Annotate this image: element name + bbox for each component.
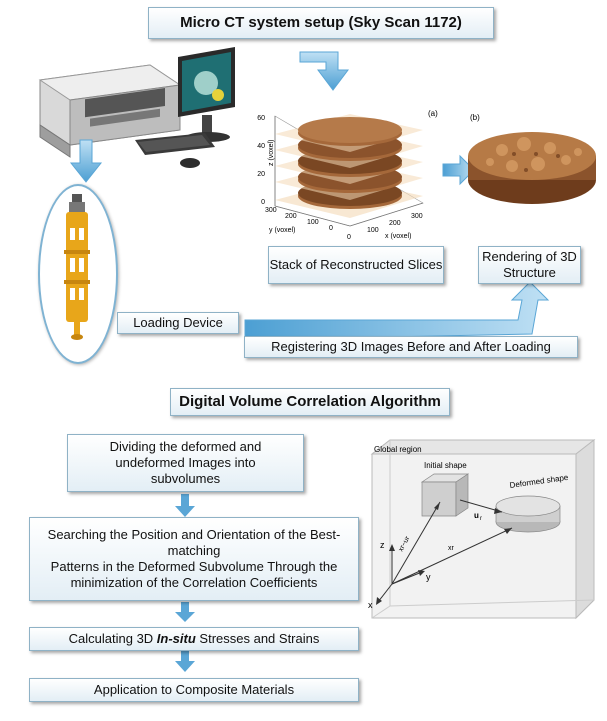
setup-title: Micro CT system setup (Sky Scan 1172) xyxy=(148,7,494,39)
x-tick-0: 0 xyxy=(347,234,351,241)
step-calc-insitu: In-situ xyxy=(156,631,196,646)
y-tick-300: 300 xyxy=(265,207,277,214)
stack-caption: Stack of Reconstructed Slices xyxy=(268,246,444,284)
global-region-diagram: Global region Initial shape Deformed sha… xyxy=(368,438,596,620)
step-divide-subvolumes: Dividing the deformed and undeformed Ima… xyxy=(67,434,304,492)
z-tick-20: 20 xyxy=(257,171,265,178)
rendering-caption: Rendering of 3D Structure xyxy=(478,246,581,284)
step-divide-text: Dividing the deformed and undeformed Ima… xyxy=(109,439,262,486)
z-tick-60: 60 xyxy=(257,115,265,122)
flow-arrow-2 xyxy=(175,602,195,622)
registering-label: Registering 3D Images Before and After L… xyxy=(244,336,578,358)
step-calculate-stresses: Calculating 3D In-situ Stresses and Stra… xyxy=(29,627,359,651)
slice-stack xyxy=(275,114,423,218)
y-axis-label: y (voxel) xyxy=(269,227,295,234)
arrow-wedge-to-rendering xyxy=(244,281,550,341)
initial-shape-label: Initial shape xyxy=(424,461,467,470)
panel-label-b: (b) xyxy=(470,113,480,122)
rendered-3d-structure: (b) xyxy=(468,113,596,204)
loading-device-label: Loading Device xyxy=(117,312,239,334)
y-tick-0: 0 xyxy=(329,225,333,232)
flow-arrow-1 xyxy=(175,494,195,517)
z-tick-40: 40 xyxy=(257,143,265,150)
x-tick-100: 100 xyxy=(367,227,379,234)
arrow-down-to-stack xyxy=(299,51,349,91)
y-tick-200: 200 xyxy=(285,213,297,220)
x-tick-200: 200 xyxy=(389,220,401,227)
z-axis-label: z (voxel) xyxy=(268,140,275,166)
x-tick-300: 300 xyxy=(411,213,423,220)
step-search-best-match: Searching the Position and Orientation o… xyxy=(29,517,359,601)
panel-label-a: (a) xyxy=(428,109,438,118)
axis-z-label: z xyxy=(380,540,385,550)
z-tick-0: 0 xyxy=(261,199,265,206)
u-vector-label: u xyxy=(474,511,479,520)
slice-stack-plot: 60 40 20 0 z (voxel) 300 200 100 0 y (vo… xyxy=(257,109,438,241)
axis-x-label: x xyxy=(368,600,373,610)
axis-y-label: y xyxy=(426,572,431,582)
arrow-right-to-rendering xyxy=(442,154,475,186)
step-application: Application to Composite Materials xyxy=(29,678,359,702)
global-region-label: Global region xyxy=(374,445,422,454)
step-calc-post: Stresses and Strains xyxy=(195,631,320,646)
step-search-line1: Searching the Position and Orientation o… xyxy=(47,527,341,558)
flow-arrows xyxy=(175,494,195,672)
dvc-title: Digital Volume Correlation Algorithm xyxy=(170,388,450,416)
x-vector-label: xr xyxy=(448,545,455,552)
flow-arrow-3 xyxy=(175,651,195,672)
u-vector-sub: r xyxy=(480,516,482,522)
step-search-line2: Patterns in the Deformed Subvolume Throu… xyxy=(50,559,338,590)
micro-ct-scanner-image xyxy=(38,47,235,168)
x-axis-label: x (voxel) xyxy=(385,233,411,240)
loading-device-image xyxy=(64,194,90,340)
arrow-down-to-device xyxy=(69,139,103,183)
y-tick-100: 100 xyxy=(307,219,319,226)
step-calc-pre: Calculating 3D xyxy=(68,631,157,646)
